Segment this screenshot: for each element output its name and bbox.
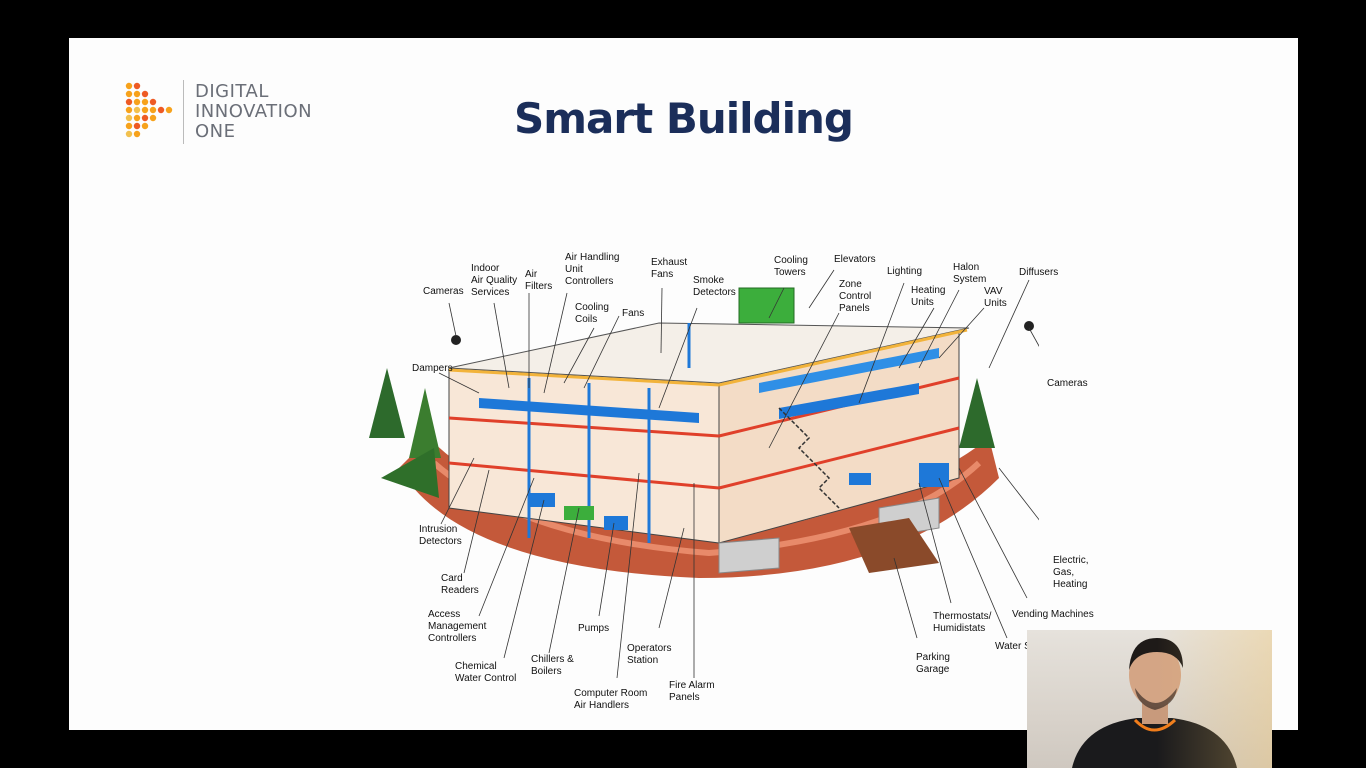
webcam-light-glow — [1157, 630, 1272, 768]
cooling-tower — [738, 287, 795, 324]
logo-text: DIGITAL INNOVATION ONE — [195, 82, 312, 142]
tree-right — [959, 378, 995, 448]
label-heating-units: Heating Units — [911, 285, 946, 308]
label-indoor-air-quality: Indoor Air Quality Services — [471, 263, 518, 298]
label-fire-alarm-panels: Fire Alarm Panels — [669, 680, 715, 703]
label-air-filters: Air Filters — [525, 269, 553, 292]
presentation-slide: DIGITAL INNOVATION ONE Smart Building — [69, 38, 1298, 730]
logo-line-2: INNOVATION — [195, 101, 313, 122]
logo-divider — [183, 80, 184, 144]
label-cameras-left: Cameras — [423, 286, 464, 297]
logo-mark-icon — [125, 82, 173, 138]
label-diffusers: Diffusers — [1019, 267, 1059, 278]
building-illustration — [369, 269, 1062, 679]
label-parking-garage: Parking Garage — [916, 652, 950, 675]
slide-title: Smart Building — [514, 94, 854, 143]
label-cooling-towers: Cooling Towers — [774, 255, 808, 278]
label-fans: Fans — [622, 308, 645, 319]
label-exhaust-fans: Exhaust Fans — [651, 257, 688, 280]
ground — [399, 438, 999, 578]
label-chemical-water-control: Chemical Water Control — [455, 661, 517, 684]
label-lighting: Lighting — [887, 266, 923, 277]
label-chillers-boilers: Chillers & Boilers — [531, 654, 574, 677]
label-access-management: Access Management Controllers — [428, 609, 487, 644]
label-dampers: Dampers — [412, 363, 453, 374]
digital-innovation-one-logo: DIGITAL INNOVATION ONE — [123, 78, 343, 148]
label-intrusion-detectors: Intrusion Detectors — [419, 524, 462, 547]
logo-line-1: DIGITAL — [195, 81, 269, 102]
label-pumps: Pumps — [578, 623, 610, 634]
label-operators-station: Operators Station — [627, 643, 672, 666]
label-vending-machines: Vending Machines — [1012, 609, 1094, 620]
label-card-readers: Card Readers — [441, 573, 479, 596]
label-thermostats: Thermostats/ Humidistats — [933, 611, 992, 634]
parking-garage — [849, 518, 939, 573]
label-elevators: Elevators — [834, 254, 876, 265]
smart-building-diagram: Cameras Indoor Air Quality Services Air … — [339, 208, 1094, 711]
label-halon-system: Halon System — [953, 262, 987, 285]
label-vav-units: VAV Units — [984, 286, 1007, 309]
tree-left — [369, 368, 405, 438]
label-cameras-right: Cameras — [1047, 378, 1088, 389]
label-zone-control-panels: Zone Control Panels — [839, 279, 872, 314]
label-smoke-detectors: Smoke Detectors — [693, 275, 736, 298]
webcam-overlay — [1027, 630, 1272, 768]
presenter-silhouette — [1072, 638, 1237, 768]
label-cooling-coils: Cooling Coils — [575, 302, 609, 325]
label-ahu-controllers: Air Handling Unit Controllers — [565, 252, 620, 287]
logo-line-3: ONE — [195, 121, 236, 142]
label-electric-gas-heating: Electric, Gas, Heating — [1053, 555, 1089, 590]
label-computer-room: Computer Room Air Handlers — [574, 688, 648, 711]
